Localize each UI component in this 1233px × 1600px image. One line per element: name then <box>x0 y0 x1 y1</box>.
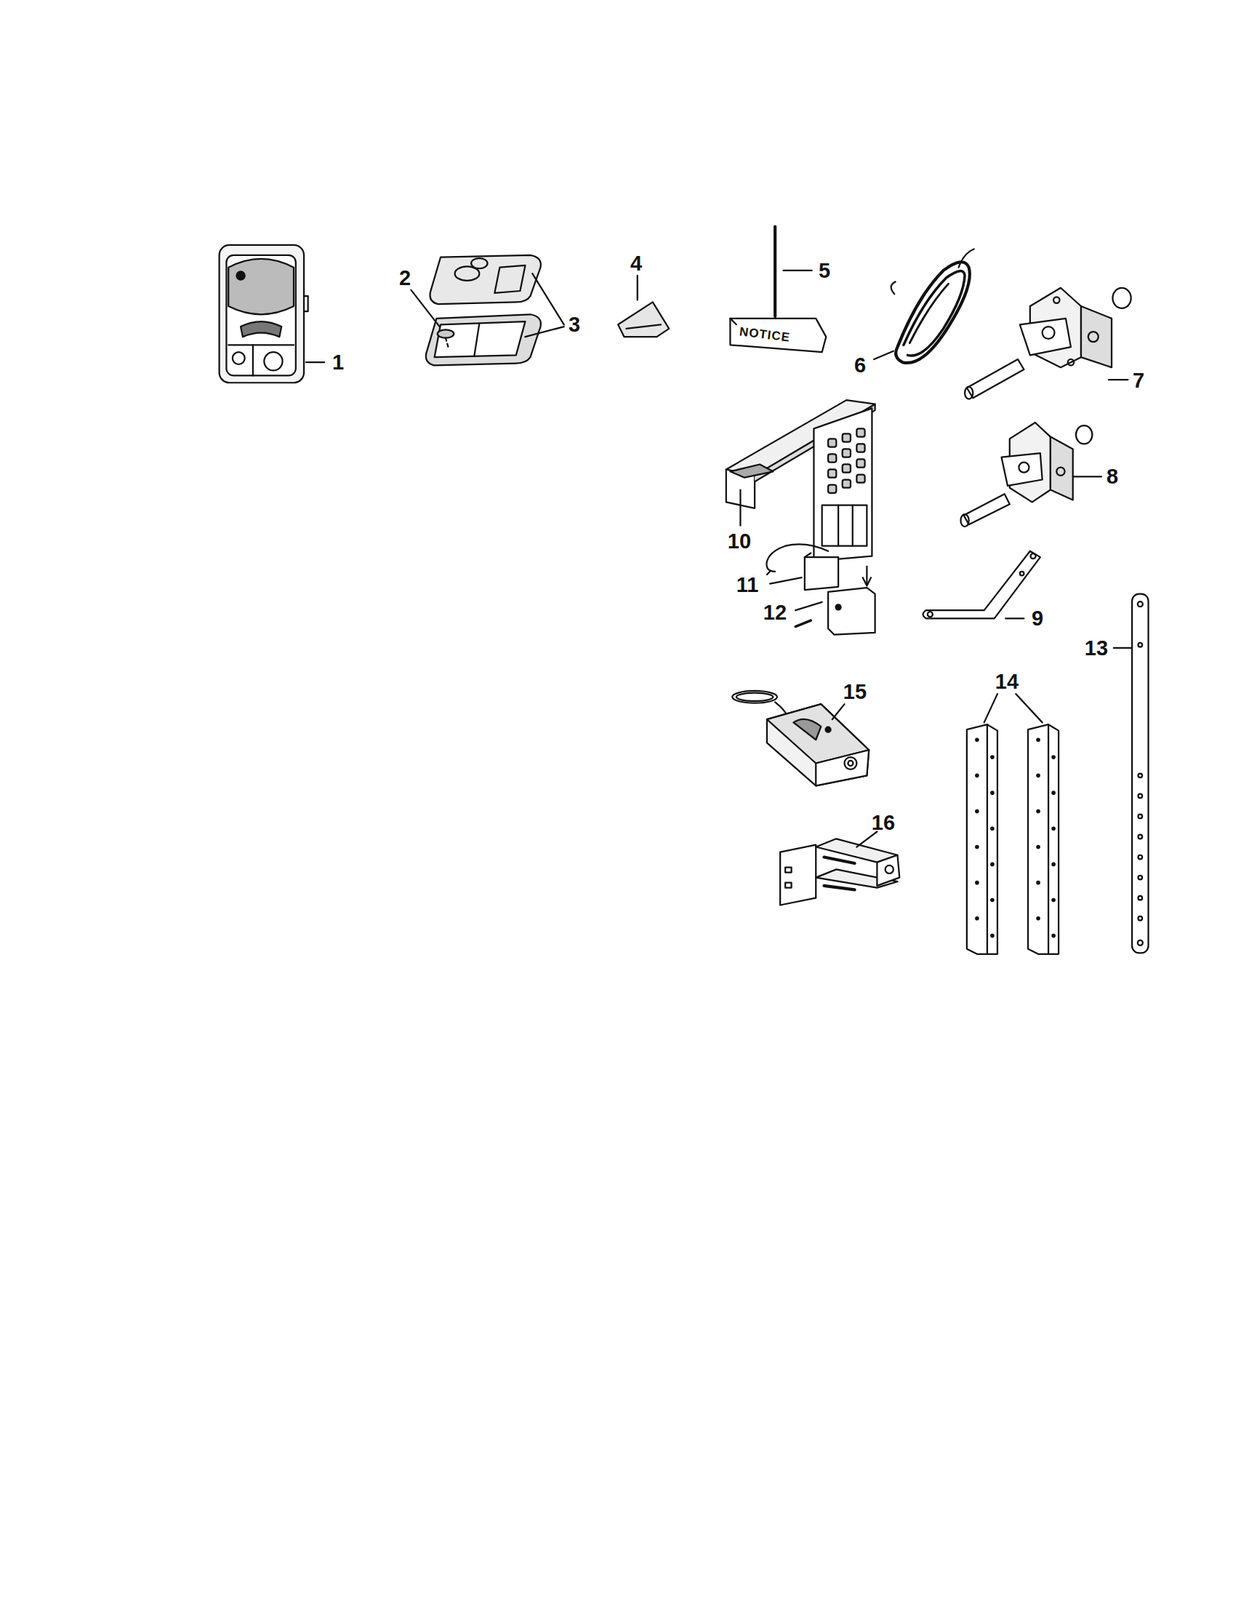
callout-number: 3 <box>568 314 581 336</box>
notice-tag <box>729 226 826 353</box>
callout-number: 9 <box>1031 607 1044 629</box>
bent-bracket <box>923 551 1041 619</box>
door-bracket <box>964 287 1132 400</box>
callout-number: 14 <box>995 671 1019 693</box>
callout-number: 4 <box>630 252 642 275</box>
callout-number: 12 <box>763 601 787 624</box>
callout-number: 2 <box>399 267 411 289</box>
wall-control <box>219 245 325 383</box>
callout-number: 10 <box>727 530 751 552</box>
remote-housing <box>410 255 564 366</box>
callout-number: 13 <box>1084 637 1108 659</box>
wire-coil <box>873 248 974 363</box>
callout-number: 11 <box>736 574 759 596</box>
safety-sensor <box>732 690 869 786</box>
door-bracket <box>960 422 1102 527</box>
visor-clip <box>617 275 669 337</box>
callout-number: 6 <box>854 354 866 376</box>
callout-number: 7 <box>1132 370 1145 392</box>
callout-number: 15 <box>843 681 867 703</box>
callout-number: 16 <box>871 812 895 834</box>
callout-number: 1 <box>332 351 344 373</box>
sensor-bracket <box>780 830 900 905</box>
callout-number: 8 <box>1106 466 1119 488</box>
receiver-housing <box>726 399 876 635</box>
angle-iron <box>966 693 1059 954</box>
flat-strap <box>1113 593 1149 954</box>
callout-number: 5 <box>818 260 831 282</box>
